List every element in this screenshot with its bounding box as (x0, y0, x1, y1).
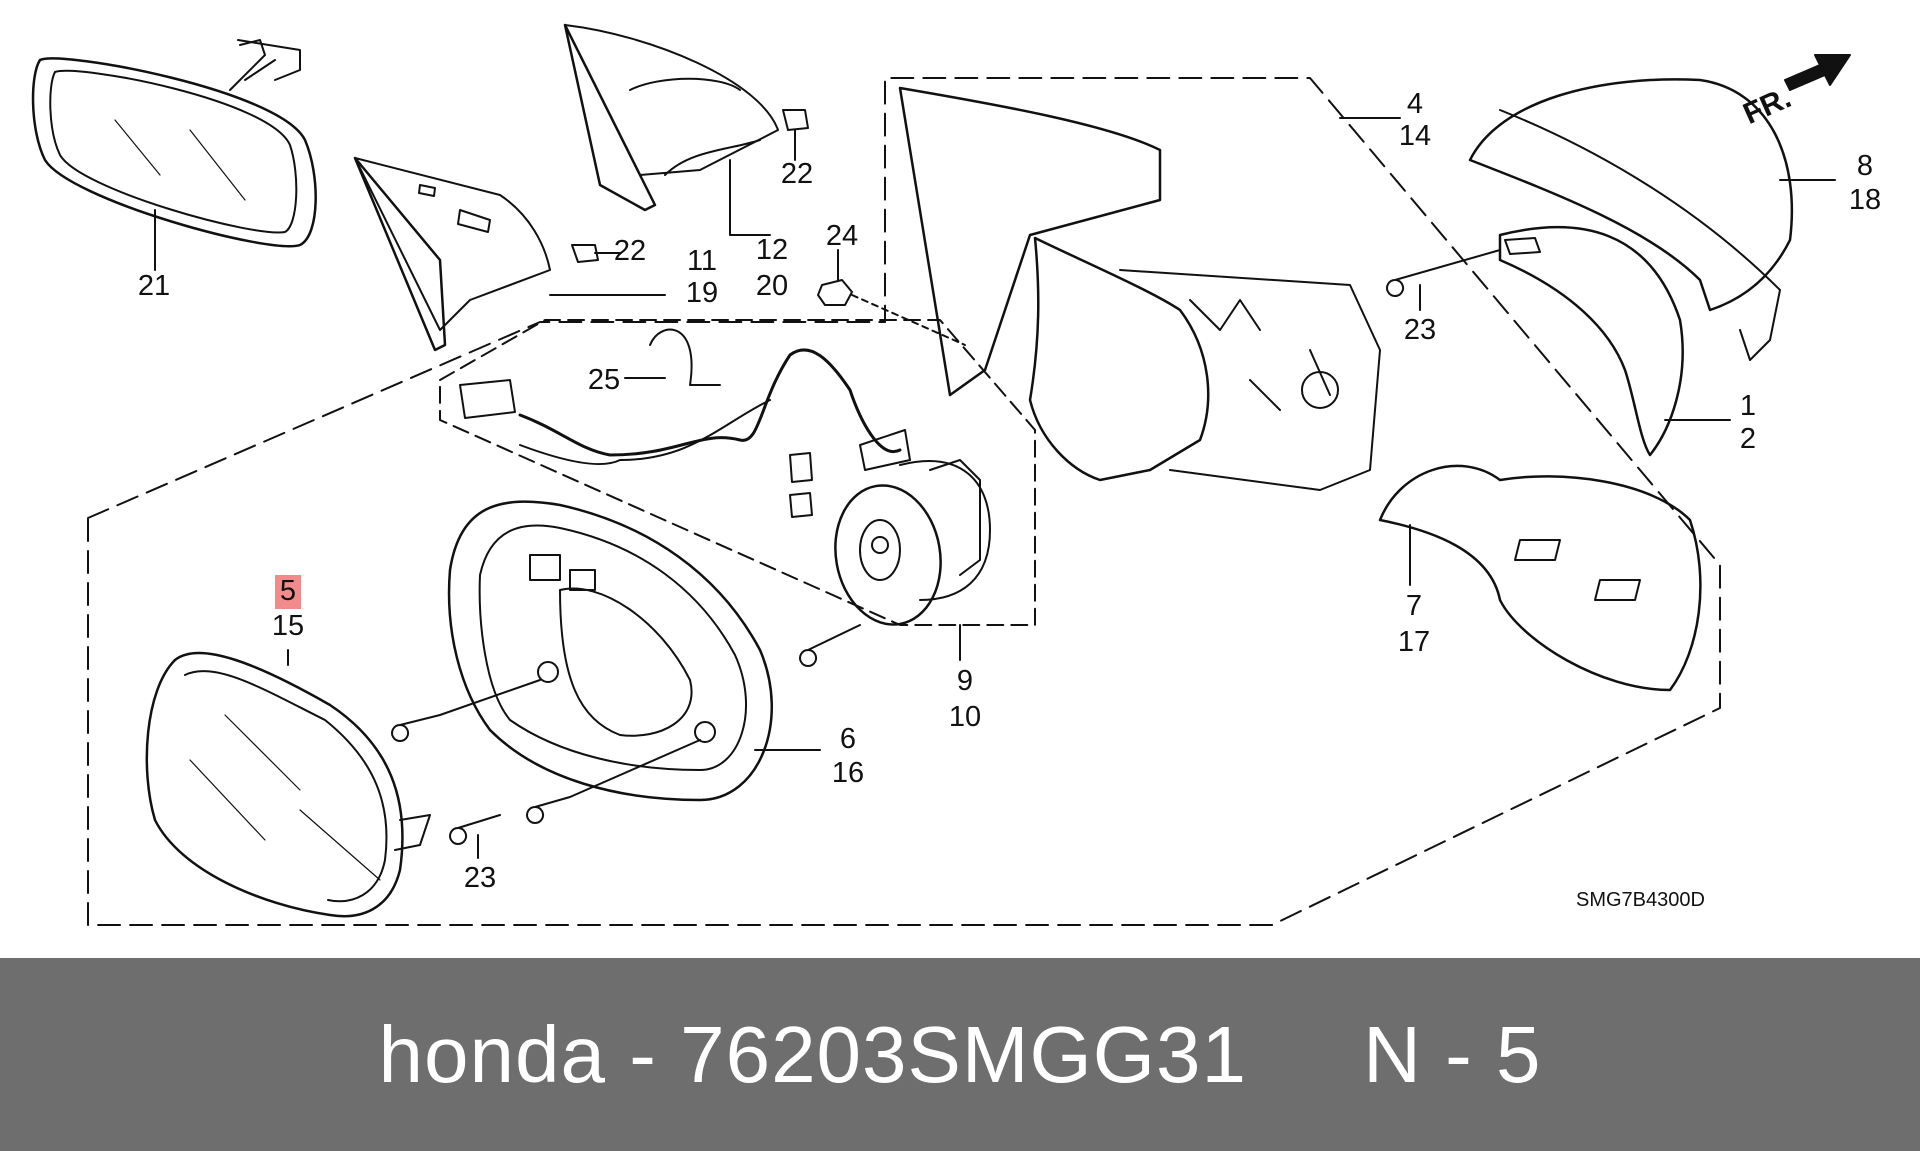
callout-19: 19 (685, 277, 719, 309)
garnish-left-shape (353, 156, 551, 352)
caption-bar: honda - 76203SMGG31 N - 5 (0, 958, 1920, 1151)
callout-10: 10 (948, 701, 982, 733)
callout-4: 4 (1406, 88, 1424, 120)
screw-line-2 (569, 739, 701, 798)
caption-gap (1247, 1009, 1363, 1101)
actuator-shape (834, 459, 991, 626)
turn-signal-shape (1498, 225, 1684, 457)
callout-16: 16 (831, 757, 865, 789)
mirror-housing-shape (898, 86, 1381, 491)
screws-shape (391, 714, 571, 845)
highlight-box: 5 (274, 575, 302, 609)
callout-1: 1 (1739, 390, 1757, 422)
caption-brand: honda (378, 1009, 606, 1099)
callout-25: 25 (587, 364, 621, 396)
clip-22b-shape (571, 244, 599, 263)
mirror-holder-shape (447, 500, 774, 802)
leader-12 (729, 159, 771, 236)
screw-9-shape (799, 624, 861, 667)
front-arrow-label: FR. (1738, 81, 1796, 131)
caption-part-number: 76203SMGG31 (680, 1009, 1247, 1099)
callout-2: 2 (1739, 423, 1757, 455)
assembly-outline (87, 77, 1721, 926)
callout-7: 7 (1405, 590, 1423, 622)
callout-24: 24 (825, 220, 859, 252)
callout-22: 22 (613, 235, 647, 267)
lower-cover-shape (1378, 464, 1702, 692)
screw-23a-shape (1386, 269, 1431, 297)
front-arrow-icon (1784, 54, 1851, 91)
exploded-view-drawing: FR. (31, 23, 1851, 926)
callout-15: 15 (271, 610, 305, 642)
diagram-code: SMG7B4300D (1576, 889, 1705, 911)
callout-23: 23 (1403, 314, 1437, 346)
leader-24-stud (851, 294, 966, 346)
callout-5-highlighted: 5 (258, 575, 318, 609)
callout-22: 22 (780, 158, 814, 190)
callout-17: 17 (1397, 626, 1431, 658)
caption-separator: - (605, 1009, 681, 1099)
clip-22a-shape (782, 109, 809, 131)
leader-23a-b (1429, 249, 1501, 271)
callout-12: 12 (755, 234, 789, 266)
callout-6: 6 (839, 723, 857, 755)
screw-line-1 (439, 679, 541, 716)
mirror-cover-shape (1468, 78, 1794, 361)
callout-23: 23 (463, 862, 497, 894)
sub-assembly-outline (439, 319, 1036, 626)
rearview-mirror-shape (31, 39, 317, 248)
callout-20: 20 (755, 270, 789, 302)
callout-21: 21 (137, 270, 171, 302)
garnish-right-shape (563, 23, 779, 212)
wiring-harness-shape (459, 328, 911, 518)
mirror-glass-shape (145, 651, 431, 918)
callout-8: 8 (1856, 150, 1874, 182)
parts-diagram: FR. (31, 23, 1882, 926)
callout-18: 18 (1848, 184, 1882, 216)
callout-11: 11 (686, 245, 718, 277)
callout-9: 9 (956, 665, 974, 697)
caption-text: honda - 76203SMGG31 N - 5 (0, 958, 1920, 1151)
caption-suffix: N - 5 (1363, 1009, 1542, 1099)
callout-14: 14 (1398, 120, 1432, 152)
nut-24-shape (817, 279, 853, 306)
